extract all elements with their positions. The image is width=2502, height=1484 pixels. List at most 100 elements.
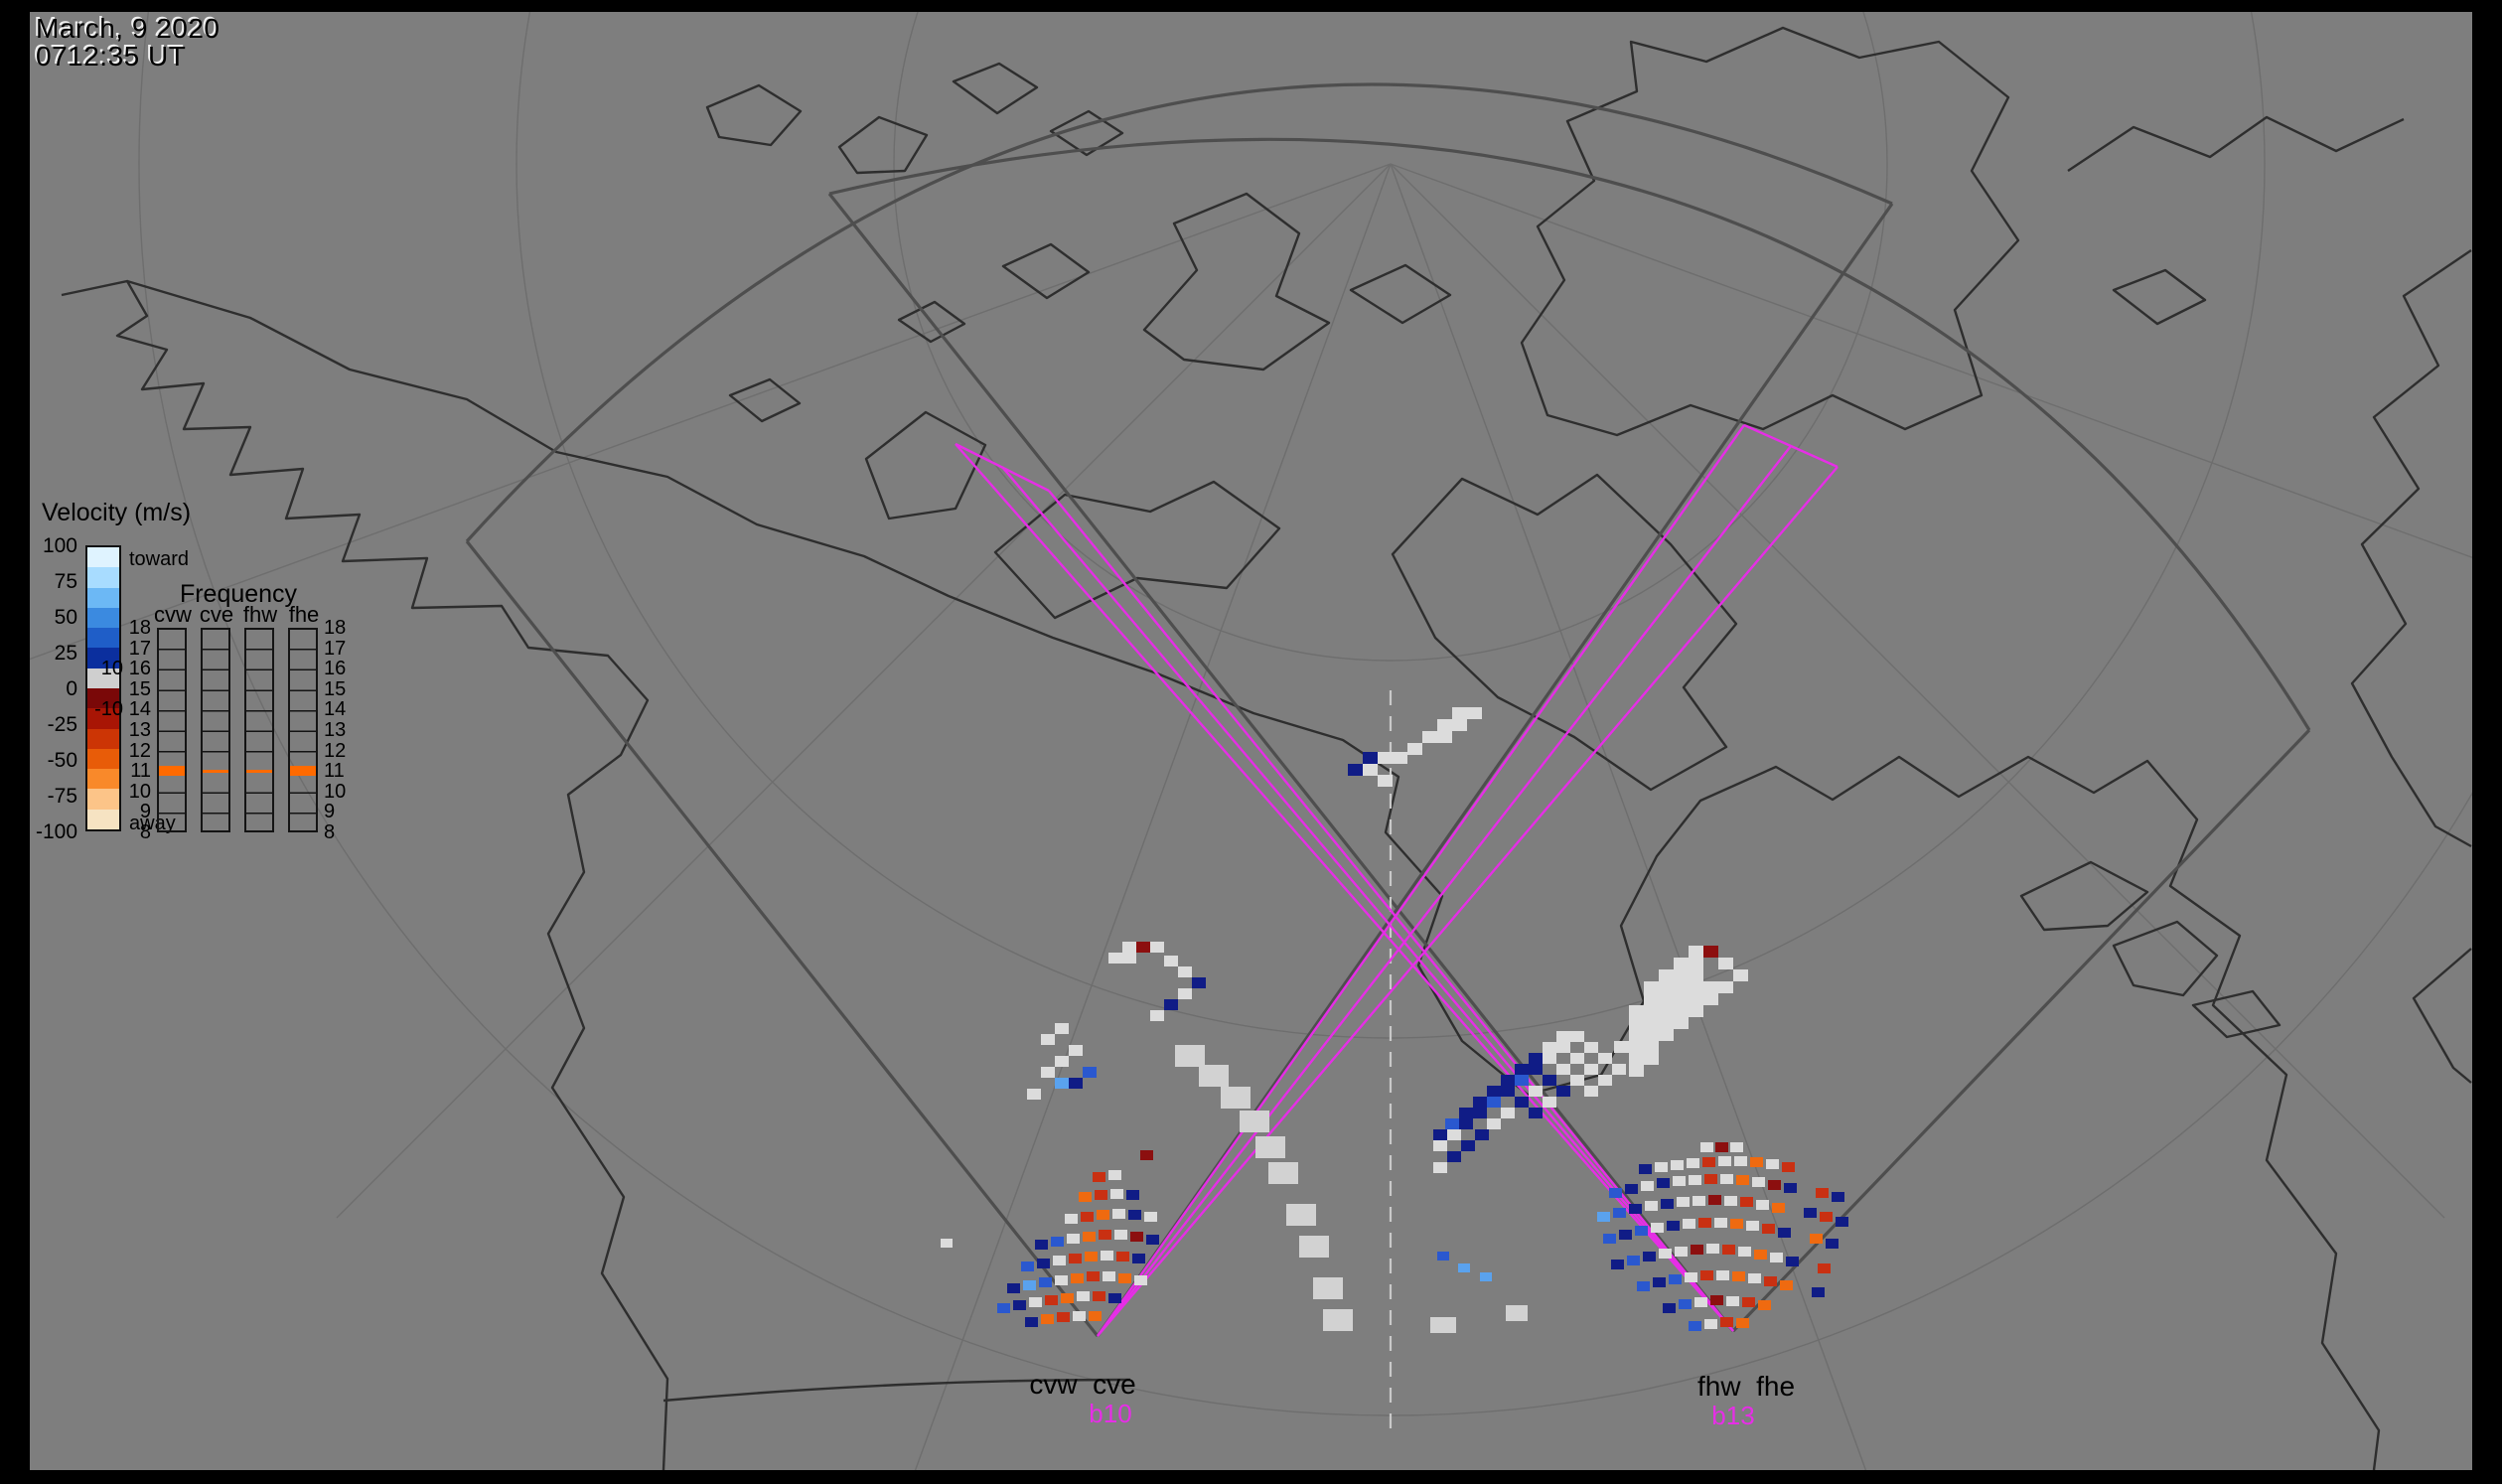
- velocity-cell: [1097, 1210, 1109, 1220]
- velocity-cell: [1433, 1162, 1447, 1173]
- velocity-cell: [1501, 1075, 1515, 1086]
- velocity-cell: [1101, 1251, 1113, 1261]
- frequency-tick: 14: [128, 698, 151, 721]
- velocity-cell: [1108, 1293, 1121, 1303]
- velocity-cell: [1718, 1156, 1731, 1166]
- velocity-cell: [1700, 1142, 1713, 1152]
- velocity-cell: [1515, 1075, 1529, 1086]
- velocity-cell: [1818, 1263, 1831, 1273]
- velocity-cell: [1703, 993, 1718, 1005]
- velocity-cell: [1045, 1295, 1058, 1305]
- time-text: 0712:35 UT: [36, 41, 187, 72]
- velocity-cell: [1674, 981, 1689, 993]
- velocity-cell: [1061, 1293, 1074, 1303]
- velocity-cell: [1192, 977, 1206, 988]
- frequency-marker-fhe: [290, 766, 316, 777]
- velocity-cell: [1820, 1212, 1833, 1222]
- velocity-cell: [1348, 764, 1363, 776]
- frequency-tick: 9: [139, 801, 151, 823]
- velocity-cell: [1738, 1247, 1751, 1257]
- colorbar-segment: [87, 628, 119, 649]
- velocity-cell: [1746, 1221, 1759, 1231]
- velocity-cell: [1629, 1017, 1644, 1029]
- velocity-cell: [1051, 1237, 1064, 1247]
- velocity-cell: [1515, 1097, 1529, 1108]
- frequency-tick: 9: [324, 801, 336, 823]
- velocity-cells: [941, 707, 1848, 1333]
- velocity-cell: [1756, 1200, 1769, 1210]
- velocity-cell: [1603, 1234, 1616, 1244]
- velocity-cell: [1706, 1244, 1719, 1254]
- velocity-cell: [1122, 942, 1136, 953]
- velocity-cell: [1613, 1208, 1626, 1218]
- radar-fov-wedges: [465, 82, 2311, 1337]
- velocity-cell: [1108, 1170, 1121, 1180]
- velocity-cell: [1069, 1045, 1083, 1056]
- velocity-cell: [1584, 1064, 1598, 1075]
- velocity-cell: [1584, 1042, 1598, 1053]
- velocity-cell: [1164, 956, 1178, 966]
- velocity-cell: [1597, 1212, 1610, 1222]
- velocity-cell: [1710, 1295, 1723, 1305]
- velocity-cell: [1614, 1041, 1629, 1053]
- velocity-cell: [1116, 1252, 1129, 1261]
- velocity-cell: [1437, 1252, 1449, 1261]
- velocity-cell: [1687, 1158, 1699, 1168]
- velocity-cell: [1655, 1162, 1668, 1172]
- map-background: [30, 12, 2472, 1470]
- velocity-cell: [1715, 1142, 1728, 1152]
- colorbar-segment: [87, 789, 119, 810]
- velocity-cell: [1724, 1196, 1737, 1206]
- velocity-cell: [1393, 752, 1407, 764]
- velocity-cell: [1736, 1318, 1749, 1328]
- velocity-cell: [1758, 1300, 1771, 1310]
- radar-beams-label-b13: fhw fhe: [1696, 1371, 1796, 1402]
- velocity-cell: [1733, 969, 1748, 981]
- velocity-cell: [1175, 1045, 1205, 1067]
- velocity-cell: [1447, 1129, 1461, 1140]
- velocity-cell: [1730, 1219, 1743, 1229]
- frequency-tick: 13: [324, 719, 347, 741]
- velocity-cell: [1039, 1277, 1052, 1287]
- velocity-cell: [1612, 1064, 1626, 1075]
- velocity-cell: [1750, 1157, 1763, 1167]
- velocity-cell: [1629, 1029, 1644, 1041]
- velocity-cell: [1703, 946, 1718, 958]
- frequency-marker-cvw: [159, 766, 185, 777]
- velocity-cell: [1689, 958, 1703, 969]
- velocity-cell: [1689, 946, 1703, 958]
- velocity-tick: 25: [54, 642, 77, 665]
- frequency-panel-title: Frequency: [179, 580, 298, 608]
- velocity-cell: [1556, 1042, 1570, 1053]
- velocity-cell: [1433, 1140, 1447, 1151]
- velocity-cell: [1786, 1257, 1799, 1266]
- frequency-tick: 13: [128, 719, 151, 741]
- velocity-cell: [1772, 1203, 1785, 1213]
- velocity-cell: [1164, 999, 1178, 1010]
- velocity-cell: [1653, 1277, 1666, 1287]
- velocity-cell: [1669, 1274, 1682, 1284]
- velocity-tick: 50: [54, 606, 77, 629]
- colorbar-segment: [87, 668, 119, 688]
- velocity-cell: [1637, 1281, 1650, 1291]
- velocity-cell: [1487, 1118, 1501, 1129]
- velocity-cell: [1570, 1053, 1584, 1064]
- velocity-cell: [1363, 764, 1378, 776]
- colorbar-segment: [87, 687, 119, 709]
- frequency-column-header-cvw: cvw: [154, 602, 192, 627]
- velocity-cell: [1543, 1053, 1556, 1064]
- velocity-cell: [1704, 1319, 1717, 1329]
- velocity-cell: [1506, 1305, 1528, 1321]
- velocity-cell: [1467, 707, 1482, 719]
- frequency-tick: 11: [130, 760, 151, 783]
- velocity-cell: [1087, 1271, 1100, 1281]
- velocity-cell: [1529, 1108, 1543, 1118]
- velocity-cell: [1679, 1299, 1692, 1309]
- velocity-cell: [1487, 1086, 1501, 1097]
- velocity-cell: [1069, 1254, 1082, 1263]
- velocity-cell: [1644, 993, 1659, 1005]
- velocity-cell: [1323, 1309, 1353, 1331]
- frequency-tick: 18: [324, 617, 347, 639]
- frequency-tick: 16: [128, 658, 151, 680]
- velocity-cell: [1629, 1041, 1644, 1053]
